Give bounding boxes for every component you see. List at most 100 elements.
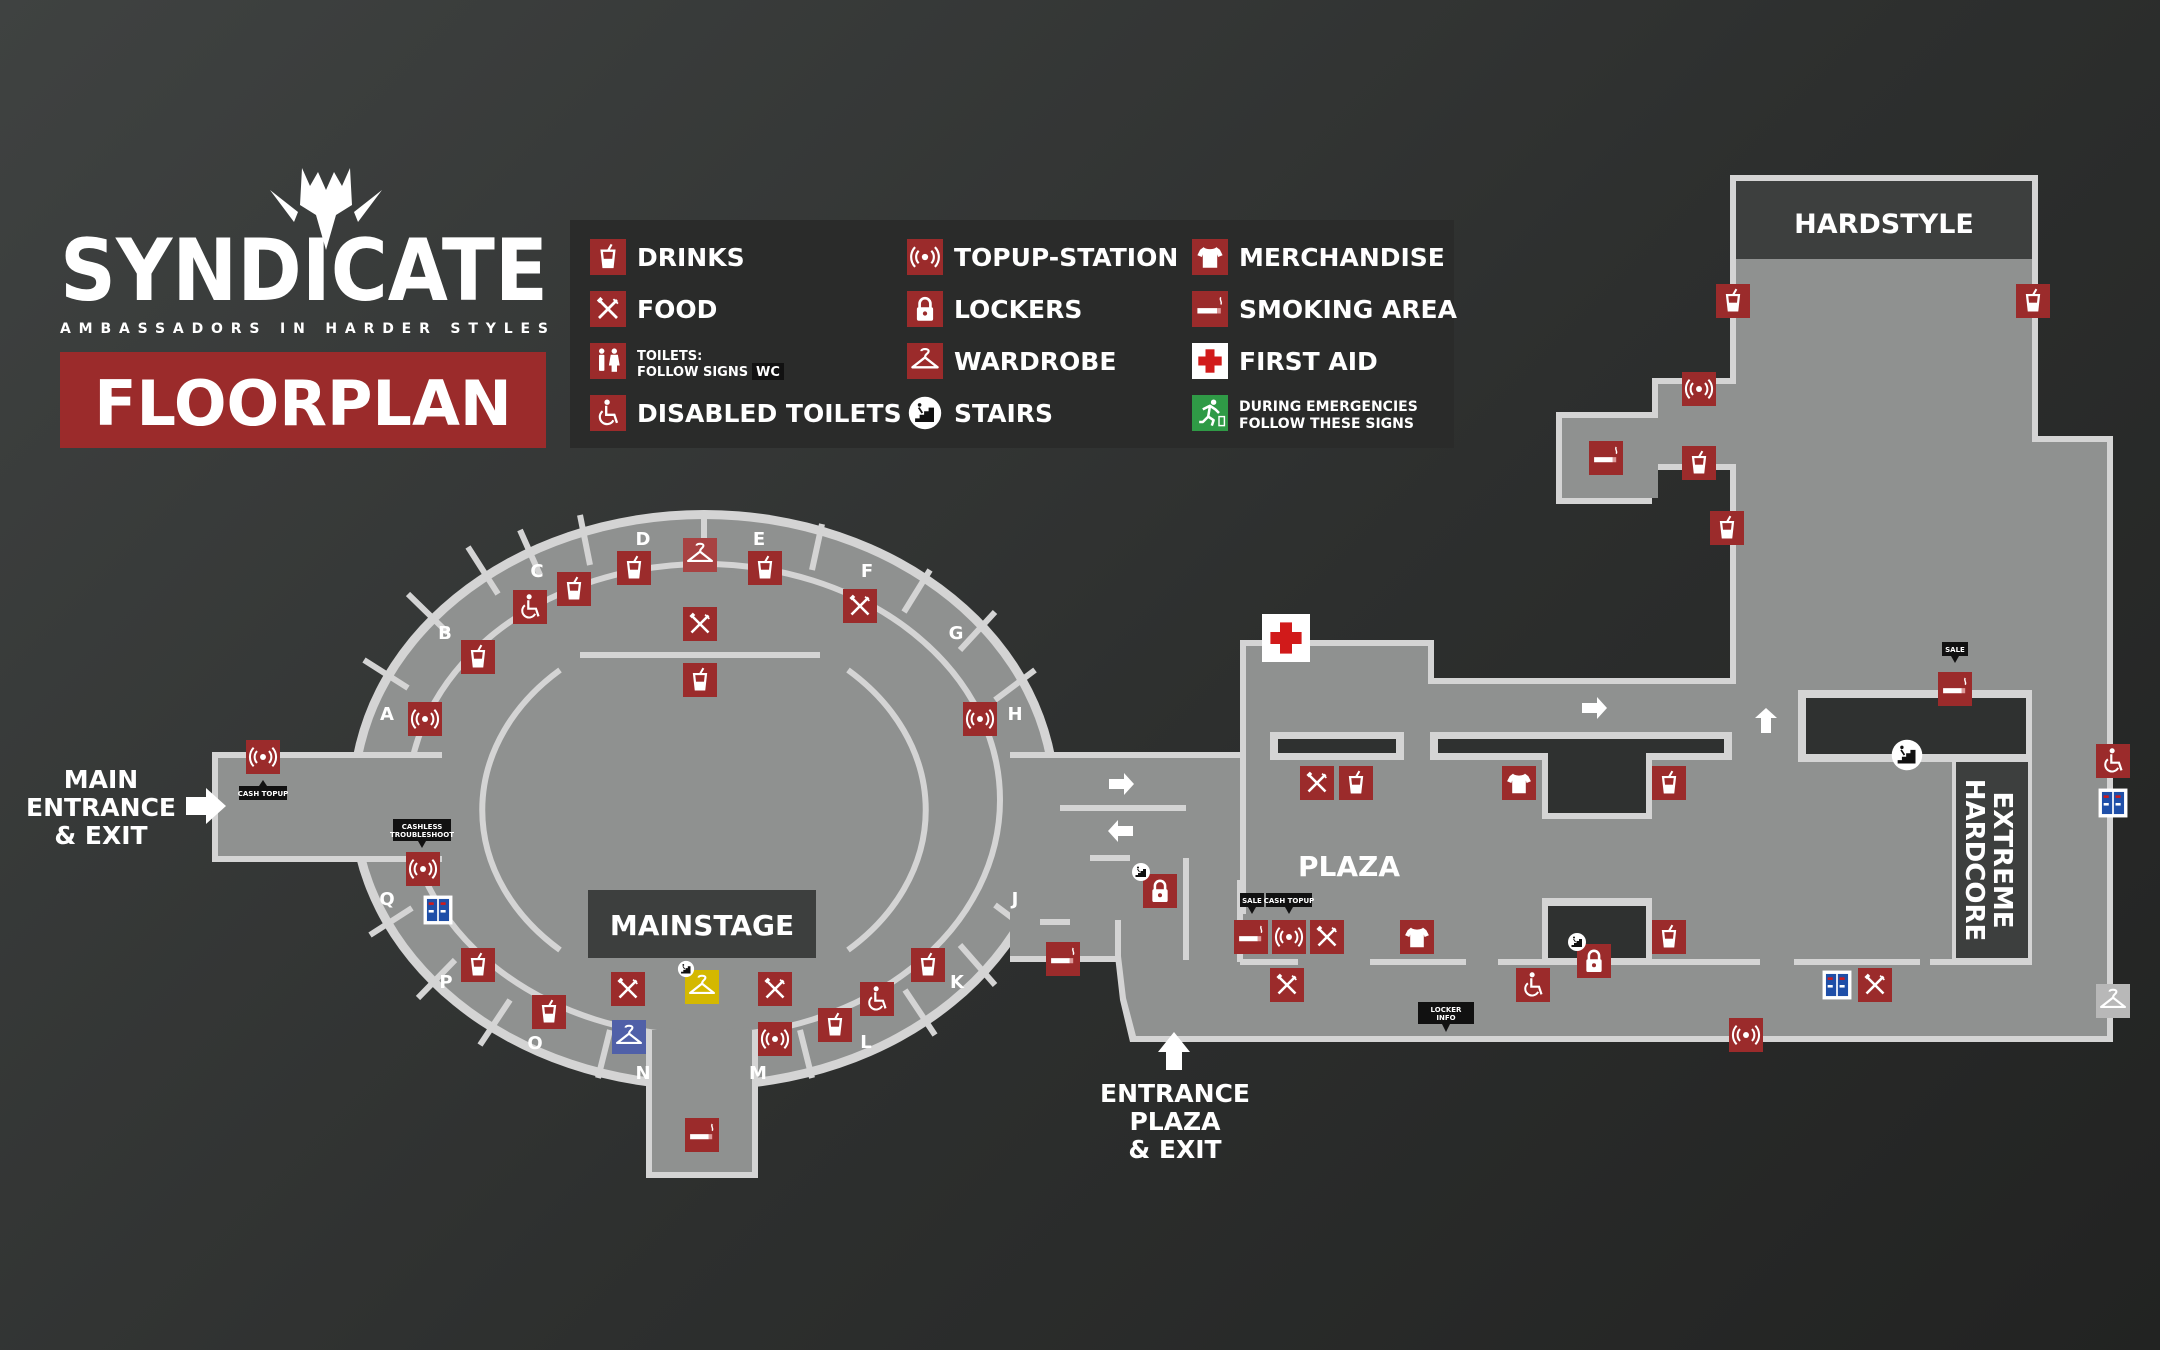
cigarette-icon[interactable] bbox=[1046, 942, 1080, 976]
svg-text:TROUBLESHOOT: TROUBLESHOOT bbox=[390, 831, 454, 839]
sale-tag: SALE bbox=[1942, 642, 1968, 663]
legend-item-wardrobe: WARDROBE bbox=[907, 343, 1116, 379]
topup-icon[interactable] bbox=[1272, 920, 1306, 954]
map-icons bbox=[246, 284, 2130, 1152]
drinks-icon[interactable] bbox=[1339, 766, 1373, 800]
cigarette-icon[interactable] bbox=[1589, 441, 1623, 475]
stairs-icon[interactable] bbox=[677, 960, 695, 978]
topup-icon[interactable] bbox=[246, 740, 280, 774]
wc-badge bbox=[752, 363, 784, 380]
food-icon[interactable] bbox=[1310, 920, 1344, 954]
cigarette-icon[interactable] bbox=[1234, 920, 1268, 954]
main-entrance: MAIN ENTRANCE & EXIT bbox=[26, 765, 226, 850]
cashless-troubleshoot-tag: CASHLESS TROUBLESHOOT bbox=[390, 819, 454, 848]
food-icon[interactable] bbox=[611, 972, 645, 1006]
section-label: P bbox=[439, 972, 452, 993]
lock-icon[interactable] bbox=[1143, 874, 1177, 908]
topup-icon[interactable] bbox=[408, 702, 442, 736]
food-icon[interactable] bbox=[1270, 968, 1304, 1002]
cigarette-icon[interactable] bbox=[685, 1118, 719, 1152]
plaza-bar-inner bbox=[1438, 739, 1724, 753]
svg-text:DURING EMERGENCIES: DURING EMERGENCIES bbox=[1239, 399, 1418, 415]
section-label: M bbox=[749, 1063, 767, 1084]
floorplan bbox=[212, 175, 2113, 1178]
atm-icon[interactable] bbox=[2098, 788, 2128, 818]
floorplan-title: FLOORPLAN bbox=[94, 367, 512, 440]
topup-icon[interactable] bbox=[963, 702, 997, 736]
legend-item-lockers: LOCKERS bbox=[907, 291, 1082, 327]
food-icon[interactable] bbox=[843, 589, 877, 623]
drinks-icon[interactable] bbox=[461, 640, 495, 674]
svg-text:SALE: SALE bbox=[1945, 646, 1965, 654]
legend-item-topup: TOPUP-STATION bbox=[907, 239, 1178, 275]
hardstyle-label: HARDSTYLE bbox=[1794, 209, 1974, 240]
svg-text:SMOKING AREA: SMOKING AREA bbox=[1239, 295, 1458, 324]
svg-text:DISABLED TOILETS: DISABLED TOILETS bbox=[637, 399, 902, 428]
hanger-icon[interactable] bbox=[612, 1020, 646, 1054]
section-label: A bbox=[380, 704, 394, 725]
drinks-icon[interactable] bbox=[1710, 511, 1744, 545]
shirt-icon[interactable] bbox=[1400, 920, 1434, 954]
drinks-icon[interactable] bbox=[557, 572, 591, 606]
drinks-icon[interactable] bbox=[1652, 766, 1686, 800]
mainstage bbox=[588, 890, 816, 958]
svg-text:MAIN: MAIN bbox=[64, 765, 138, 794]
wheelchair-icon[interactable] bbox=[2096, 744, 2130, 778]
cigarette-icon[interactable] bbox=[1938, 672, 1972, 706]
svg-text:FIRST AID: FIRST AID bbox=[1239, 347, 1378, 376]
svg-text:FOOD: FOOD bbox=[637, 295, 717, 324]
plaza-label: PLAZA bbox=[1298, 850, 1400, 883]
svg-text:EXTREME: EXTREME bbox=[1987, 792, 2017, 929]
section-label: N bbox=[635, 1063, 650, 1084]
topup-icon[interactable] bbox=[406, 852, 440, 886]
drinks-icon[interactable] bbox=[748, 551, 782, 585]
drinks-icon[interactable] bbox=[911, 948, 945, 982]
food-icon[interactable] bbox=[758, 972, 792, 1006]
wheelchair-icon[interactable] bbox=[860, 982, 894, 1016]
drinks-icon[interactable] bbox=[1716, 284, 1750, 318]
inner-barriers bbox=[479, 652, 929, 953]
food-icon[interactable] bbox=[1300, 766, 1334, 800]
svg-text:ENTRANCE: ENTRANCE bbox=[26, 793, 176, 822]
legend: DRINKS FOOD TOILETS: FOLLOW SIGNS WC DIS… bbox=[570, 220, 1458, 448]
atm-icon[interactable] bbox=[1822, 970, 1852, 1000]
food-icon[interactable] bbox=[683, 607, 717, 641]
drinks-icon[interactable] bbox=[461, 948, 495, 982]
wheelchair-icon[interactable] bbox=[1516, 968, 1550, 1002]
hanger-icon[interactable] bbox=[683, 538, 717, 572]
atm-icon[interactable] bbox=[423, 895, 453, 925]
hanger-icon[interactable] bbox=[685, 970, 719, 1004]
drinks-icon[interactable] bbox=[532, 995, 566, 1029]
drinks-icon[interactable] bbox=[1652, 920, 1686, 954]
first-aid-icon[interactable] bbox=[1262, 614, 1310, 662]
drinks-icon[interactable] bbox=[2016, 284, 2050, 318]
section-label: E bbox=[753, 529, 765, 550]
shirt-icon[interactable] bbox=[1502, 766, 1536, 800]
svg-text:HARDCORE: HARDCORE bbox=[1959, 779, 1989, 941]
locker-info-tag: LOCKER INFO bbox=[1418, 1002, 1474, 1032]
floorplan-banner bbox=[60, 352, 546, 448]
topup-icon[interactable] bbox=[1682, 372, 1716, 406]
svg-text:CASH TOPUP: CASH TOPUP bbox=[1264, 897, 1315, 905]
drinks-icon[interactable] bbox=[1682, 446, 1716, 480]
wheelchair-icon[interactable] bbox=[513, 590, 547, 624]
topup-icon[interactable] bbox=[1729, 1018, 1763, 1052]
drinks-icon[interactable] bbox=[818, 1008, 852, 1042]
lock-icon[interactable] bbox=[1577, 944, 1611, 978]
section-label: G bbox=[949, 623, 964, 644]
legend-item-food: FOOD bbox=[590, 291, 717, 327]
mainstage-label: MAINSTAGE bbox=[610, 909, 794, 942]
stairs-icon[interactable] bbox=[1567, 932, 1587, 952]
section-label: H bbox=[1007, 704, 1022, 725]
drinks-icon[interactable] bbox=[617, 551, 651, 585]
stairs-icon[interactable] bbox=[1890, 738, 1924, 772]
stairs-icon[interactable] bbox=[1131, 862, 1151, 882]
food-icon[interactable] bbox=[1858, 968, 1892, 1002]
hanger-icon[interactable] bbox=[2096, 984, 2130, 1018]
svg-text:TOILETS:: TOILETS: bbox=[637, 349, 702, 364]
topup-icon[interactable] bbox=[758, 1022, 792, 1056]
drinks-icon[interactable] bbox=[683, 663, 717, 697]
legend-item-first-aid: FIRST AID bbox=[1192, 343, 1378, 379]
section-label: C bbox=[530, 561, 543, 582]
